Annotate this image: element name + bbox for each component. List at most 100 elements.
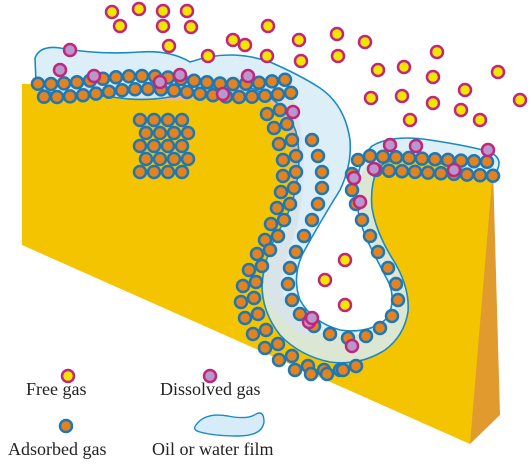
adsorbed-gas-molecule: [270, 87, 286, 102]
free-gas-molecule: [402, 112, 418, 128]
adsorbed-gas-molecule: [257, 340, 273, 356]
adsorbed-gas-molecule: [283, 85, 299, 100]
adsorbed-gas-molecule: [272, 102, 288, 118]
adsorbed-gas-molecule: [174, 164, 190, 180]
adsorbed-gas-molecule: [466, 153, 482, 169]
adsorbed-gas-molecule: [279, 116, 295, 132]
adsorbed-gas-molecule: [235, 278, 251, 294]
adsorbed-gas-molecule: [427, 152, 443, 167]
free-gas-molecule: [293, 53, 309, 69]
free-gas-molecule: [457, 82, 473, 98]
free-gas-molecule: [259, 48, 275, 64]
adsorbed-gas-molecule: [146, 112, 162, 128]
free-gas-molecule: [179, 3, 195, 19]
adsorbed-gas-molecule: [146, 164, 162, 180]
adsorbed-gas-molecule: [380, 260, 396, 276]
free-gas-molecule: [363, 90, 379, 106]
adsorbed-gas-molecule: [277, 72, 293, 87]
adsorbed-gas-molecule: [237, 310, 253, 326]
free-gas-molecule: [357, 34, 373, 50]
adsorbed-gas-molecule: [152, 125, 168, 141]
adsorbed-gas-molecule: [390, 292, 406, 308]
dissolved-gas-molecule: [304, 310, 320, 326]
free-gas-molecule: [337, 297, 353, 313]
adsorbed-gas-molecule: [282, 260, 298, 276]
adsorbed-gas-molecule: [375, 149, 391, 164]
adsorbed-gas-molecule: [358, 328, 374, 344]
adsorbed-gas-molecule: [350, 152, 366, 168]
adsorbed-gas-molecule: [166, 83, 182, 98]
legend-label-free-gas: Free gas: [26, 379, 86, 399]
legend-item-free-gas: Free gas: [26, 368, 86, 399]
adsorbed-gas-molecule: [275, 168, 291, 184]
adsorbed-gas-molecule: [121, 69, 137, 84]
free-gas-molecule: [155, 18, 171, 34]
adsorbed-gas-molecule: [304, 132, 320, 148]
dissolved-gas-molecule: [172, 67, 188, 83]
adsorbed-gas-molecule: [56, 76, 72, 91]
adsorbed-gas-molecule: [314, 180, 330, 196]
free-gas-molecule: [329, 26, 345, 42]
adsorbed-gas-molecule: [174, 112, 190, 128]
free-gas-molecule: [472, 112, 488, 128]
adsorbed-gas-molecule: [319, 366, 335, 382]
free-gas-molecule: [155, 3, 171, 19]
adsorbed-gas-swatch: [58, 418, 74, 434]
adsorbed-gas-molecule: [304, 212, 320, 228]
adsorbed-gas-molecule: [284, 348, 300, 364]
free-gas-molecule: [337, 252, 353, 268]
free-gas-molecule: [291, 32, 307, 48]
free-gas-molecule: [237, 37, 253, 53]
adsorbed-gas-molecule: [166, 125, 182, 141]
dissolved-gas-molecule: [480, 142, 496, 158]
adsorbed-gas-molecule: [174, 138, 190, 154]
adsorbed-gas-molecule: [384, 308, 400, 324]
adsorbed-gas-molecule: [381, 163, 397, 178]
free-gas-molecule: [317, 272, 333, 288]
adsorbed-gas-molecule: [288, 244, 304, 260]
free-gas-molecule: [131, 1, 147, 17]
free-gas-molecule: [200, 48, 216, 64]
free-gas-molecule: [112, 18, 128, 34]
adsorbed-gas-molecule: [49, 89, 65, 105]
adsorbed-gas-molecule: [88, 86, 104, 101]
adsorbed-gas-molecule: [275, 152, 291, 168]
adsorbed-gas-molecule: [199, 75, 215, 90]
free-gas-molecule: [104, 4, 120, 20]
adsorbed-gas-molecule: [270, 336, 286, 352]
adsorbed-gas-molecule: [69, 74, 85, 90]
adsorbed-gas-molecule: [179, 84, 195, 100]
adsorbed-gas-molecule: [354, 212, 370, 228]
adsorbed-gas-molecule: [271, 352, 287, 368]
dissolved-gas-molecule: [352, 194, 368, 210]
adsorbed-gas-molecule: [269, 200, 285, 216]
free-gas-molecule: [260, 18, 276, 34]
adsorbed-gas-molecule: [43, 76, 59, 92]
adsorbed-gas-molecule: [233, 294, 249, 310]
free-gas-molecule: [330, 48, 346, 64]
adsorbed-gas-molecule: [186, 73, 202, 88]
dissolved-gas-molecule: [152, 74, 168, 90]
legend: Free gas Dissolved gas Adsorbed gas Oil …: [8, 368, 273, 459]
free-gas-molecule: [370, 62, 386, 78]
dissolved-gas-swatch: [202, 368, 218, 384]
free-gas-molecule: [394, 88, 410, 104]
adsorbed-gas-molecule: [485, 168, 501, 184]
adsorbed-gas-molecule: [101, 84, 117, 100]
adsorbed-gas-molecule: [225, 76, 241, 92]
dissolved-gas-molecule: [366, 161, 382, 177]
adsorbed-gas-molecule: [401, 150, 417, 166]
free-gas-molecule: [225, 32, 241, 48]
dissolved-gas-molecule: [215, 86, 231, 102]
dissolved-gas-group: [52, 42, 496, 354]
free-gas-swatch: [60, 368, 76, 384]
adsorbed-gas-molecule: [152, 151, 168, 167]
adsorbed-gas-molecule: [296, 228, 312, 244]
dissolved-gas-molecule: [344, 338, 360, 354]
adsorbed-gas-molecule: [146, 138, 162, 154]
adsorbed-gas-molecule: [286, 180, 302, 196]
adsorbed-gas-molecule: [259, 106, 275, 122]
adsorbed-gas-group: [30, 68, 501, 382]
adsorbed-gas-molecule: [263, 216, 279, 232]
adsorbed-gas-molecule: [270, 228, 286, 244]
